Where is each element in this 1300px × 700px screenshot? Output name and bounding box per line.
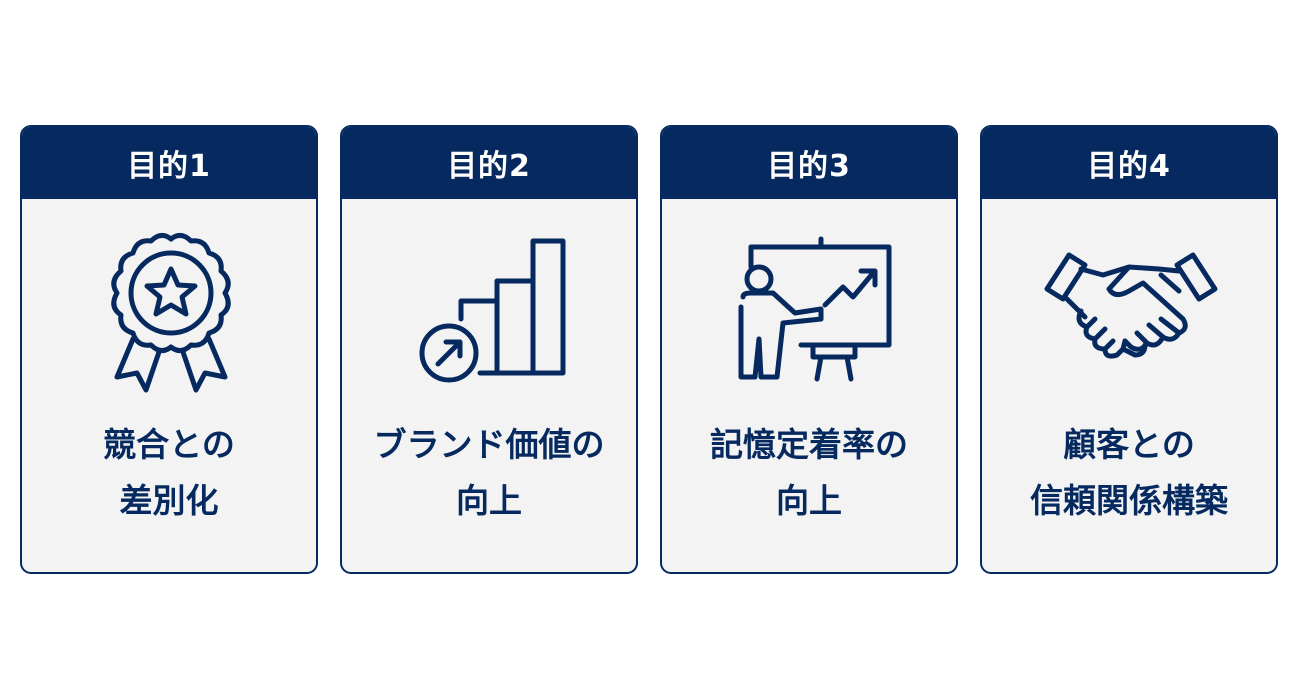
presentation-icon	[721, 227, 901, 397]
card-header: 目的3	[662, 127, 956, 199]
card-header: 目的2	[342, 127, 636, 199]
purpose-card-1: 目的1 競合との差別化	[20, 125, 318, 574]
card-label: 競合との差別化	[103, 425, 235, 520]
growth-bar-chart-icon	[401, 227, 581, 397]
purpose-card-3: 目的3 記憶定着率の向上	[660, 125, 958, 574]
card-header: 目的4	[982, 127, 1276, 199]
purpose-card-4: 目的4 顧客との信頼関係構築	[980, 125, 1278, 574]
card-label: ブランド価値の向上	[373, 425, 605, 520]
card-label: 顧客との信頼関係構築	[1030, 425, 1228, 520]
handshake-icon	[1041, 227, 1221, 397]
card-label: 記憶定着率の向上	[710, 425, 908, 520]
purpose-card-2: 目的2 ブランド価値の向上	[340, 125, 638, 574]
card-header: 目的1	[22, 127, 316, 199]
award-ribbon-icon	[81, 227, 261, 397]
